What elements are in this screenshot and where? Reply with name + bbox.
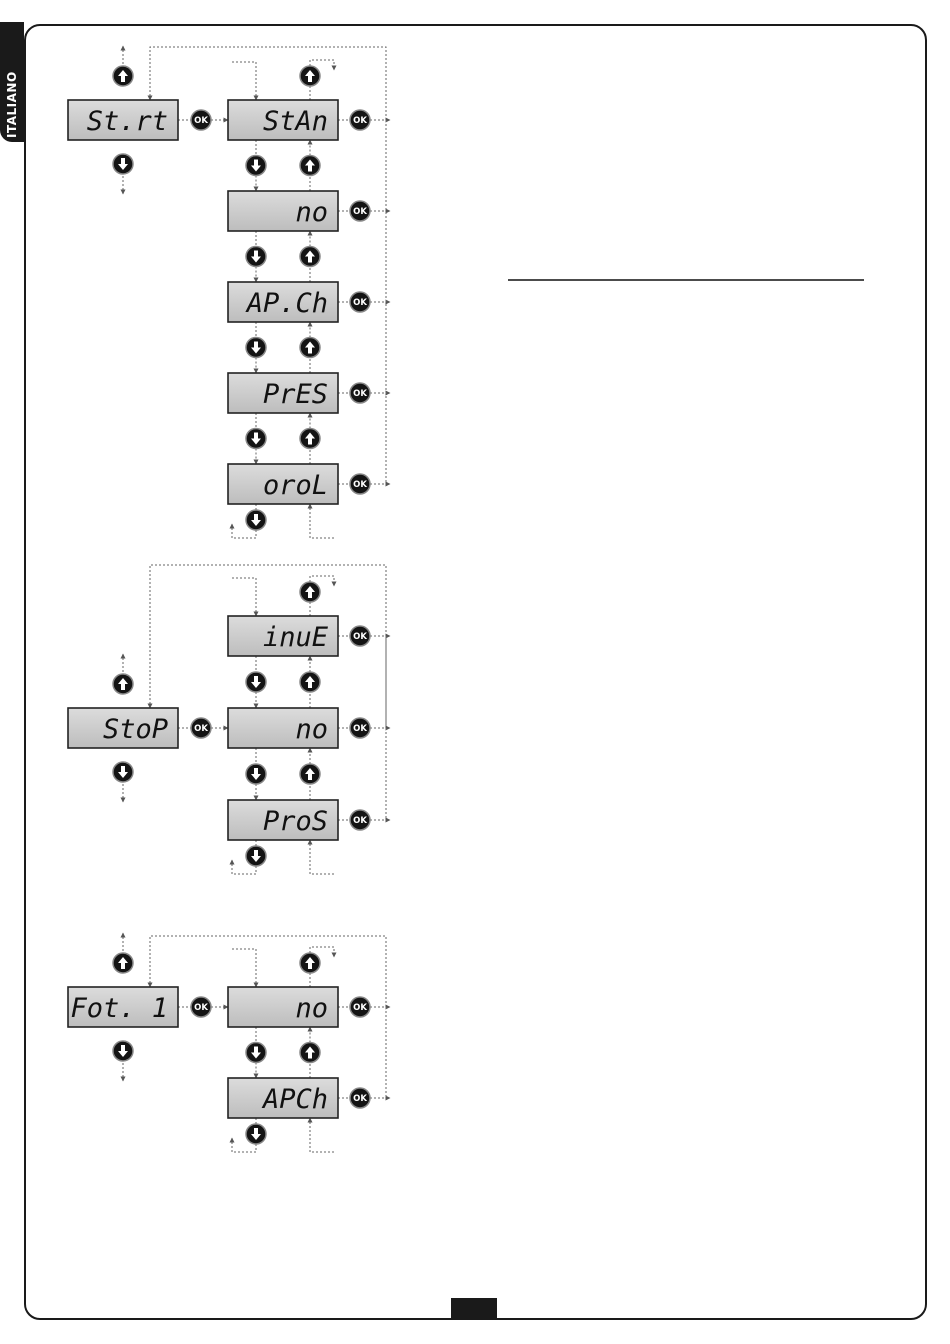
option-display: no bbox=[228, 191, 338, 231]
lcd-text: APCh bbox=[261, 1084, 328, 1115]
arrow-up-circle-icon[interactable] bbox=[300, 582, 320, 602]
connector-line bbox=[310, 1118, 334, 1152]
arrow-up-circle-icon[interactable] bbox=[300, 429, 320, 449]
arrow-up-circle-icon[interactable] bbox=[300, 953, 320, 973]
lcd-text: AP.Ch bbox=[245, 288, 328, 319]
ok-button-icon[interactable]: OK bbox=[350, 292, 370, 312]
ok-button-icon[interactable]: OK bbox=[350, 718, 370, 738]
ok-button-icon[interactable]: OK bbox=[350, 1088, 370, 1108]
arrow-down-circle-icon[interactable] bbox=[246, 156, 266, 176]
ok-button-icon[interactable]: OK bbox=[350, 383, 370, 403]
ok-button-icon[interactable]: OK bbox=[350, 110, 370, 130]
ok-button-icon[interactable]: OK bbox=[191, 110, 211, 130]
param-display: StoP bbox=[68, 708, 178, 748]
connector-line bbox=[232, 62, 256, 100]
ok-label: OK bbox=[194, 116, 208, 126]
arrow-down-circle-icon[interactable] bbox=[113, 154, 133, 174]
arrow-down-circle-icon[interactable] bbox=[246, 429, 266, 449]
connector-line bbox=[310, 504, 334, 538]
arrow-up-circle-icon[interactable] bbox=[300, 672, 320, 692]
ok-button-icon[interactable]: OK bbox=[350, 810, 370, 830]
lcd-text: no bbox=[295, 197, 328, 228]
arrow-up-circle-icon[interactable] bbox=[300, 764, 320, 784]
lcd-text: PrES bbox=[263, 379, 328, 410]
arrow-up-circle-icon[interactable] bbox=[113, 953, 133, 973]
arrow-down-circle-icon[interactable] bbox=[246, 1043, 266, 1063]
ok-label: OK bbox=[353, 1003, 367, 1013]
lcd-text: oroL bbox=[263, 470, 328, 501]
option-display: inuE bbox=[228, 616, 338, 656]
arrow-down-circle-icon[interactable] bbox=[246, 846, 266, 866]
lcd-text: StAn bbox=[263, 106, 328, 137]
connector-line bbox=[232, 578, 256, 616]
option-display: AP.Ch bbox=[228, 282, 338, 322]
ok-button-icon[interactable]: OK bbox=[350, 474, 370, 494]
param-display: Fot. 1 bbox=[68, 987, 178, 1027]
arrow-down-circle-icon[interactable] bbox=[246, 247, 266, 267]
ok-label: OK bbox=[353, 816, 367, 826]
ok-label: OK bbox=[353, 298, 367, 308]
option-display: no bbox=[228, 987, 338, 1027]
arrow-up-circle-icon[interactable] bbox=[300, 338, 320, 358]
arrow-up-circle-icon[interactable] bbox=[300, 1043, 320, 1063]
arrow-down-circle-icon[interactable] bbox=[246, 764, 266, 784]
arrow-down-circle-icon[interactable] bbox=[113, 762, 133, 782]
ok-label: OK bbox=[353, 116, 367, 126]
ok-label: OK bbox=[353, 480, 367, 490]
arrow-up-circle-icon[interactable] bbox=[300, 156, 320, 176]
ok-label: OK bbox=[353, 1094, 367, 1104]
ok-label: OK bbox=[194, 724, 208, 734]
option-display: oroL bbox=[228, 464, 338, 504]
lcd-text: StoP bbox=[103, 714, 168, 745]
ok-label: OK bbox=[353, 632, 367, 642]
param-display: St.rt bbox=[68, 100, 178, 140]
connector-line bbox=[232, 949, 256, 987]
ok-button-icon[interactable]: OK bbox=[350, 626, 370, 646]
lcd-text: Fot. 1 bbox=[70, 993, 168, 1024]
arrow-up-circle-icon[interactable] bbox=[113, 674, 133, 694]
arrow-up-circle-icon[interactable] bbox=[300, 247, 320, 267]
option-display: no bbox=[228, 708, 338, 748]
option-display: StAn bbox=[228, 100, 338, 140]
arrow-down-circle-icon[interactable] bbox=[246, 510, 266, 530]
arrow-up-circle-icon[interactable] bbox=[113, 66, 133, 86]
lcd-text: no bbox=[295, 993, 328, 1024]
lcd-text: no bbox=[295, 714, 328, 745]
lcd-text: inuE bbox=[263, 622, 329, 653]
connector-line bbox=[310, 840, 334, 874]
ok-button-icon[interactable]: OK bbox=[350, 201, 370, 221]
lcd-text: St.rt bbox=[87, 106, 168, 137]
ok-label: OK bbox=[353, 207, 367, 217]
arrow-up-circle-icon[interactable] bbox=[300, 66, 320, 86]
ok-button-icon[interactable]: OK bbox=[191, 997, 211, 1017]
arrow-down-circle-icon[interactable] bbox=[113, 1041, 133, 1061]
ok-button-icon[interactable]: OK bbox=[350, 997, 370, 1017]
option-display: ProS bbox=[228, 800, 338, 840]
option-display: PrES bbox=[228, 373, 338, 413]
option-display: APCh bbox=[228, 1078, 338, 1118]
arrow-down-circle-icon[interactable] bbox=[246, 672, 266, 692]
ok-label: OK bbox=[353, 389, 367, 399]
ok-button-icon[interactable]: OK bbox=[191, 718, 211, 738]
ok-label: OK bbox=[194, 1003, 208, 1013]
lcd-text: ProS bbox=[263, 806, 328, 837]
arrow-down-circle-icon[interactable] bbox=[246, 338, 266, 358]
arrow-down-circle-icon[interactable] bbox=[246, 1124, 266, 1144]
ok-label: OK bbox=[353, 724, 367, 734]
